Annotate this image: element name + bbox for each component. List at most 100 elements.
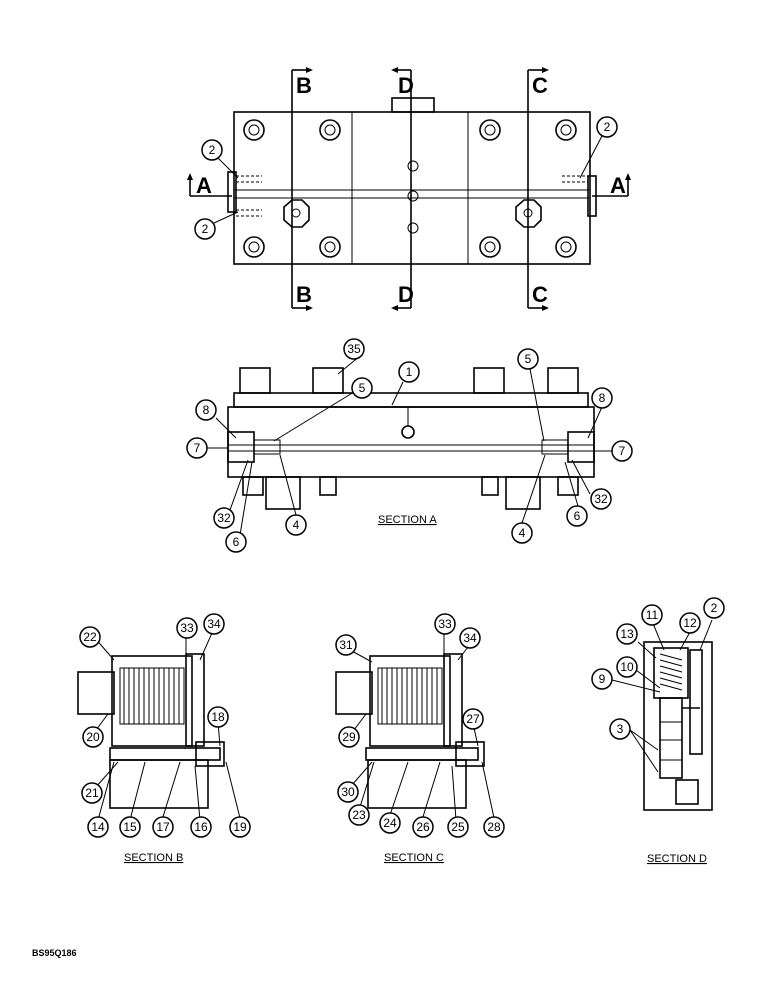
callout-2-top-left: 2 bbox=[201, 139, 223, 161]
bolt-heads bbox=[243, 119, 577, 258]
callout-7-left: 7 bbox=[186, 437, 208, 459]
section-c-caption: SECTION C bbox=[384, 852, 444, 864]
section-b-caption: SECTION B bbox=[124, 852, 183, 864]
section-a-view: 35 1 5 5 8 8 7 7 32 32 4 4 6 6 SECTION A bbox=[186, 338, 633, 553]
svg-text:22: 22 bbox=[83, 630, 97, 644]
svg-text:4: 4 bbox=[293, 518, 300, 532]
callout-22: 22 bbox=[79, 626, 101, 648]
svg-text:1: 1 bbox=[406, 365, 413, 379]
callout-8-right: 8 bbox=[591, 387, 613, 409]
svg-text:28: 28 bbox=[487, 820, 501, 834]
callout-24: 24 bbox=[379, 812, 401, 834]
svg-text:21: 21 bbox=[85, 786, 99, 800]
svg-text:17: 17 bbox=[156, 820, 170, 834]
callout-2-bottom-left: 2 bbox=[194, 218, 216, 240]
callout-33-c: 33 bbox=[434, 613, 456, 635]
valve-block-outline bbox=[233, 111, 591, 265]
callout-28: 28 bbox=[483, 816, 505, 838]
callout-32-left: 32 bbox=[213, 507, 235, 529]
section-c-view: 31 33 34 29 27 30 23 24 26 25 28 SECTION… bbox=[335, 613, 505, 864]
callout-34-b: 34 bbox=[203, 613, 225, 635]
callout-13: 13 bbox=[616, 623, 638, 645]
svg-text:31: 31 bbox=[339, 638, 353, 652]
callout-2-d: 2 bbox=[703, 597, 725, 619]
section-letter-a-right: A bbox=[610, 173, 626, 198]
callout-21: 21 bbox=[81, 782, 103, 804]
svg-text:30: 30 bbox=[341, 785, 355, 799]
svg-text:29: 29 bbox=[342, 730, 356, 744]
callout-10: 10 bbox=[616, 656, 638, 678]
section-letter-b-top: B bbox=[296, 73, 312, 98]
svg-text:6: 6 bbox=[233, 535, 240, 549]
callout-33-b: 33 bbox=[176, 617, 198, 639]
svg-text:9: 9 bbox=[599, 672, 606, 686]
svg-text:16: 16 bbox=[194, 820, 208, 834]
svg-text:24: 24 bbox=[383, 816, 397, 830]
spring-b bbox=[119, 667, 185, 725]
section-d-view: 2 11 12 13 10 9 3 SECTION D bbox=[591, 597, 725, 865]
svg-text:25: 25 bbox=[451, 820, 465, 834]
callout-12: 12 bbox=[679, 612, 701, 634]
section-b-view: 22 33 34 20 18 21 14 15 17 16 19 SECTION… bbox=[77, 613, 251, 864]
svg-text:2: 2 bbox=[604, 120, 611, 134]
callout-8-left: 8 bbox=[195, 399, 217, 421]
svg-text:27: 27 bbox=[466, 712, 480, 726]
svg-text:7: 7 bbox=[194, 441, 201, 455]
callout-5-left: 5 bbox=[351, 377, 373, 399]
spring-c bbox=[377, 667, 443, 725]
svg-text:7: 7 bbox=[619, 444, 626, 458]
svg-text:32: 32 bbox=[217, 511, 231, 525]
svg-text:3: 3 bbox=[617, 722, 624, 736]
svg-text:6: 6 bbox=[574, 509, 581, 523]
callout-6-right: 6 bbox=[566, 505, 588, 527]
svg-text:8: 8 bbox=[599, 391, 606, 405]
section-letter-d-top: D bbox=[398, 73, 414, 98]
section-letter-c-bottom: C bbox=[532, 282, 548, 307]
svg-text:26: 26 bbox=[416, 820, 430, 834]
svg-text:35: 35 bbox=[347, 342, 361, 356]
top-plan-view: B D C B D C A A 2 2 2 bbox=[187, 67, 631, 311]
svg-text:19: 19 bbox=[233, 820, 247, 834]
section-d-caption: SECTION D bbox=[647, 853, 707, 865]
section-a-caption: SECTION A bbox=[378, 514, 437, 526]
callout-27: 27 bbox=[462, 708, 484, 730]
spring-d bbox=[659, 653, 683, 691]
callout-26: 26 bbox=[412, 816, 434, 838]
callout-34-c: 34 bbox=[459, 627, 481, 649]
svg-text:34: 34 bbox=[463, 631, 477, 645]
callout-4-left: 4 bbox=[285, 514, 307, 536]
svg-text:23: 23 bbox=[352, 808, 366, 822]
svg-text:18: 18 bbox=[211, 710, 225, 724]
callout-30: 30 bbox=[337, 781, 359, 803]
drawing-code: BS95Q186 bbox=[32, 948, 77, 958]
callout-4-right: 4 bbox=[511, 522, 533, 544]
callout-15: 15 bbox=[119, 816, 141, 838]
svg-text:8: 8 bbox=[203, 403, 210, 417]
callout-17: 17 bbox=[152, 816, 174, 838]
svg-text:5: 5 bbox=[359, 381, 366, 395]
top-boss bbox=[391, 97, 435, 113]
callout-2-right: 2 bbox=[596, 116, 618, 138]
section-letter-d-bottom: D bbox=[398, 282, 414, 307]
callout-7-right: 7 bbox=[611, 440, 633, 462]
callout-18: 18 bbox=[207, 706, 229, 728]
svg-text:33: 33 bbox=[438, 617, 452, 631]
callout-16: 16 bbox=[190, 816, 212, 838]
callout-11: 11 bbox=[641, 604, 663, 626]
svg-text:14: 14 bbox=[91, 820, 105, 834]
svg-text:32: 32 bbox=[594, 492, 608, 506]
svg-text:10: 10 bbox=[620, 660, 634, 674]
svg-text:12: 12 bbox=[683, 616, 697, 630]
callout-1: 1 bbox=[398, 361, 420, 383]
callout-9: 9 bbox=[591, 668, 613, 690]
svg-text:15: 15 bbox=[123, 820, 137, 834]
svg-text:2: 2 bbox=[209, 143, 216, 157]
svg-text:34: 34 bbox=[207, 617, 221, 631]
callout-6-left: 6 bbox=[225, 531, 247, 553]
callout-29: 29 bbox=[338, 726, 360, 748]
callout-23: 23 bbox=[348, 804, 370, 826]
svg-text:2: 2 bbox=[711, 601, 718, 615]
svg-text:11: 11 bbox=[646, 608, 659, 622]
svg-text:33: 33 bbox=[180, 621, 194, 635]
section-letter-c-top: C bbox=[532, 73, 548, 98]
